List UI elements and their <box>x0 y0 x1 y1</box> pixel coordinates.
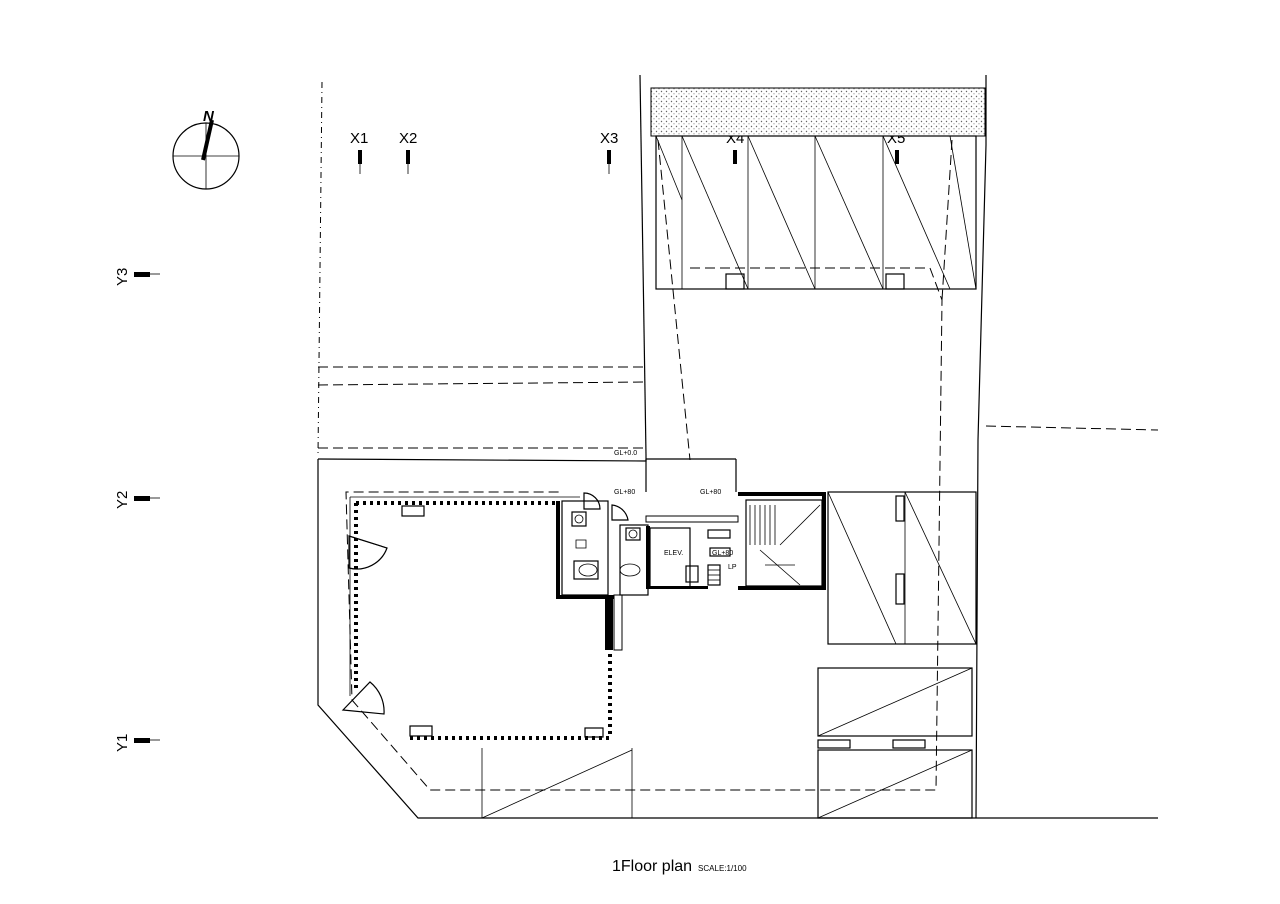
grid-label-y3: Y3 <box>114 268 131 286</box>
lp-label: LP <box>728 564 737 571</box>
drawing-title: 1Floor plan SCALE:1/100 <box>612 858 747 876</box>
stair <box>738 492 826 590</box>
north-arrow-icon: N <box>172 108 240 190</box>
level-label-1: GL+0.0 <box>614 450 637 457</box>
parking-south <box>481 667 973 819</box>
level-label-2: GL+80 <box>614 489 635 496</box>
grid-markers-y: Y3 Y2 Y1 <box>114 268 160 752</box>
plan-title: 1Floor plan <box>612 858 693 875</box>
shop-room <box>341 496 612 740</box>
scale-label: SCALE:1/100 <box>698 864 747 873</box>
building-outline <box>317 455 976 819</box>
grid-label-x2: X2 <box>399 130 417 147</box>
elevator-label: ELEV. <box>664 550 683 557</box>
parking-north <box>650 87 986 290</box>
north-label: N <box>203 108 215 125</box>
grid-label-y2: Y2 <box>114 491 131 509</box>
dashed-outlines <box>317 139 953 791</box>
grid-label-x1: X1 <box>350 130 368 147</box>
grid-label-x3: X3 <box>600 130 618 147</box>
parking-east <box>827 491 977 645</box>
service-core: ELEV. GL+0.0 GL+80 GL+80 GL+80 LP <box>556 450 826 651</box>
level-label-4: GL+80 <box>712 550 733 557</box>
level-label-3: GL+80 <box>700 489 721 496</box>
grid-label-y1: Y1 <box>114 734 131 752</box>
site-boundary <box>317 74 1159 819</box>
